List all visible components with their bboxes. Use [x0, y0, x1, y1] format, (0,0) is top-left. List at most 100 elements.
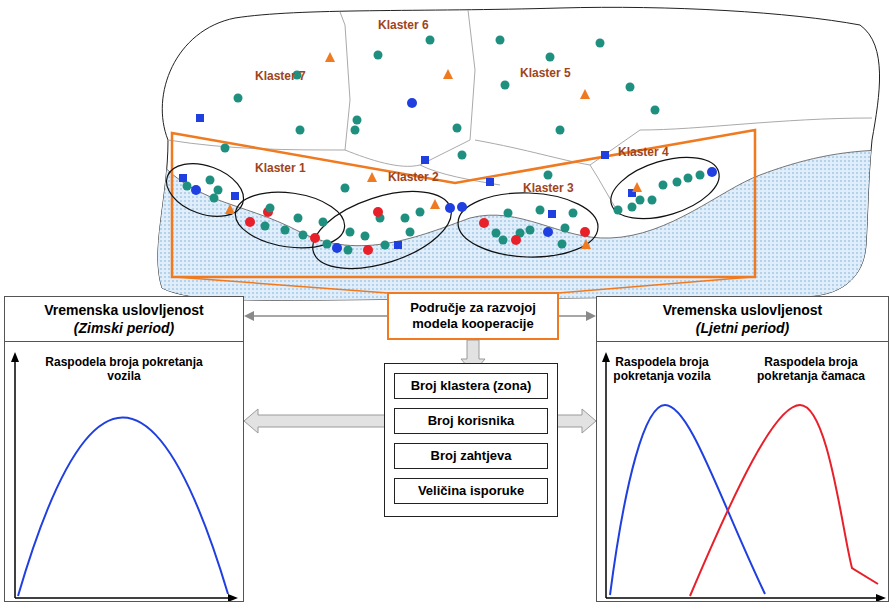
- depot-triangle: [430, 199, 440, 209]
- arrow-line: [559, 315, 587, 317]
- user-dot: [651, 106, 660, 115]
- user-dot: [293, 71, 302, 80]
- user-dot: [696, 171, 705, 180]
- cluster-label: Klaster 1: [255, 161, 306, 175]
- leader-line: [558, 277, 752, 293]
- boat-curve: [690, 405, 878, 596]
- blue-user-dot: [332, 243, 342, 253]
- chart-title: Raspodela broja pokretanja vozila: [45, 355, 203, 383]
- user-dot: [214, 186, 223, 195]
- user-dot: [323, 240, 332, 249]
- cluster-label: Klaster 7: [255, 69, 306, 83]
- zone-ellipse: [159, 154, 251, 226]
- user-dot: [504, 209, 513, 218]
- leader-line: [175, 277, 388, 293]
- winter-panel: Vremenska uslovljenost(Zimski period) Ras…: [4, 296, 244, 602]
- depot-triangle: [325, 52, 335, 62]
- depot-triangle: [443, 69, 453, 79]
- vehicle-curve: [610, 405, 765, 595]
- red-user-dot: [580, 227, 590, 237]
- user-dot: [210, 194, 219, 203]
- user-dot: [221, 144, 230, 153]
- facility-square: [196, 114, 204, 122]
- cluster-border: [345, 10, 475, 166]
- sea-area: [150, 150, 890, 310]
- y-axis: [14, 360, 16, 598]
- cluster-label: Klaster 2: [388, 170, 439, 184]
- panel-header: Vremenska uslovljenost(Zimski period): [5, 297, 243, 342]
- user-markers: [179, 36, 717, 256]
- user-dot: [558, 240, 567, 249]
- user-dot: [374, 51, 383, 60]
- winter-chart: [11, 352, 238, 602]
- box-text: Broj klastera (zona): [397, 378, 545, 394]
- arrow-line: [253, 315, 387, 317]
- depot-triangle: [367, 172, 377, 182]
- user-dot: [381, 241, 390, 250]
- arrow-shape: [244, 409, 394, 433]
- user-dot: [569, 209, 578, 218]
- axis-head: [11, 352, 19, 362]
- arrow-head: [586, 311, 596, 321]
- box-text: Veličina isporuke: [397, 483, 545, 499]
- arrow-head: [244, 311, 254, 321]
- box-text: Broj zahtjeva: [397, 448, 545, 464]
- user-dot: [344, 246, 353, 255]
- user-dot: [659, 181, 668, 190]
- user-dot: [561, 224, 570, 233]
- cluster-label: Klaster 5: [520, 66, 571, 80]
- facility-square: [179, 174, 187, 182]
- cluster-border: [168, 12, 350, 150]
- user-dot: [496, 36, 505, 45]
- user-dot: [673, 178, 682, 187]
- user-dot: [353, 116, 362, 125]
- user-dot: [319, 218, 328, 227]
- user-dot: [492, 229, 501, 238]
- user-dot: [341, 184, 350, 193]
- facility-square: [486, 178, 494, 186]
- user-dot: [261, 222, 270, 231]
- depot-triangle: [632, 182, 642, 192]
- user-dot: [346, 228, 355, 237]
- facility-square: [231, 192, 239, 200]
- cooperation-area-outline: [172, 130, 755, 277]
- x-axis: [15, 597, 230, 599]
- zone-ellipse: [457, 191, 599, 260]
- user-dot: [294, 214, 303, 223]
- blue-user-dot: [457, 202, 467, 212]
- zone-ellipses: [159, 146, 726, 284]
- parameter-box: Veličina isporuke: [394, 478, 548, 504]
- zone-ellipse: [303, 176, 460, 283]
- chart-title: Raspodela broja pokretanja vozila: [601, 355, 723, 383]
- facility-square: [394, 241, 402, 249]
- thin-arrow: [244, 311, 387, 321]
- user-dot: [614, 206, 623, 215]
- block-arrow: [244, 409, 394, 433]
- user-dot: [626, 83, 635, 92]
- panel-heading: Vremenska uslovljenost: [9, 301, 239, 319]
- area-box: Područje za razvojoj modela kooperacije: [387, 292, 559, 340]
- parameter-frame: [384, 363, 558, 517]
- cluster-label: Klaster 3: [523, 181, 574, 195]
- panel-heading: Vremenska uslovljenost: [601, 301, 884, 319]
- axis-head: [228, 594, 238, 602]
- user-dot: [499, 236, 508, 245]
- summer-panel: Vremenska uslovljenost(Ljetni period)Ras…: [596, 296, 889, 602]
- depot-triangle: [225, 204, 235, 214]
- red-user-dot: [511, 235, 521, 245]
- parameter-box: Broj klastera (zona): [394, 373, 548, 399]
- user-dot: [536, 206, 545, 215]
- user-dot: [628, 203, 637, 212]
- user-dot: [234, 94, 243, 103]
- user-dot: [206, 176, 215, 185]
- x-axis: [606, 597, 878, 599]
- depot-triangle: [581, 239, 591, 249]
- user-dot: [281, 226, 290, 235]
- user-dot: [648, 196, 657, 205]
- user-dot: [299, 231, 308, 240]
- user-dot: [351, 126, 360, 135]
- user-dot: [426, 36, 435, 45]
- user-dot: [296, 126, 305, 135]
- axis-head: [876, 594, 886, 602]
- user-dot: [458, 151, 467, 160]
